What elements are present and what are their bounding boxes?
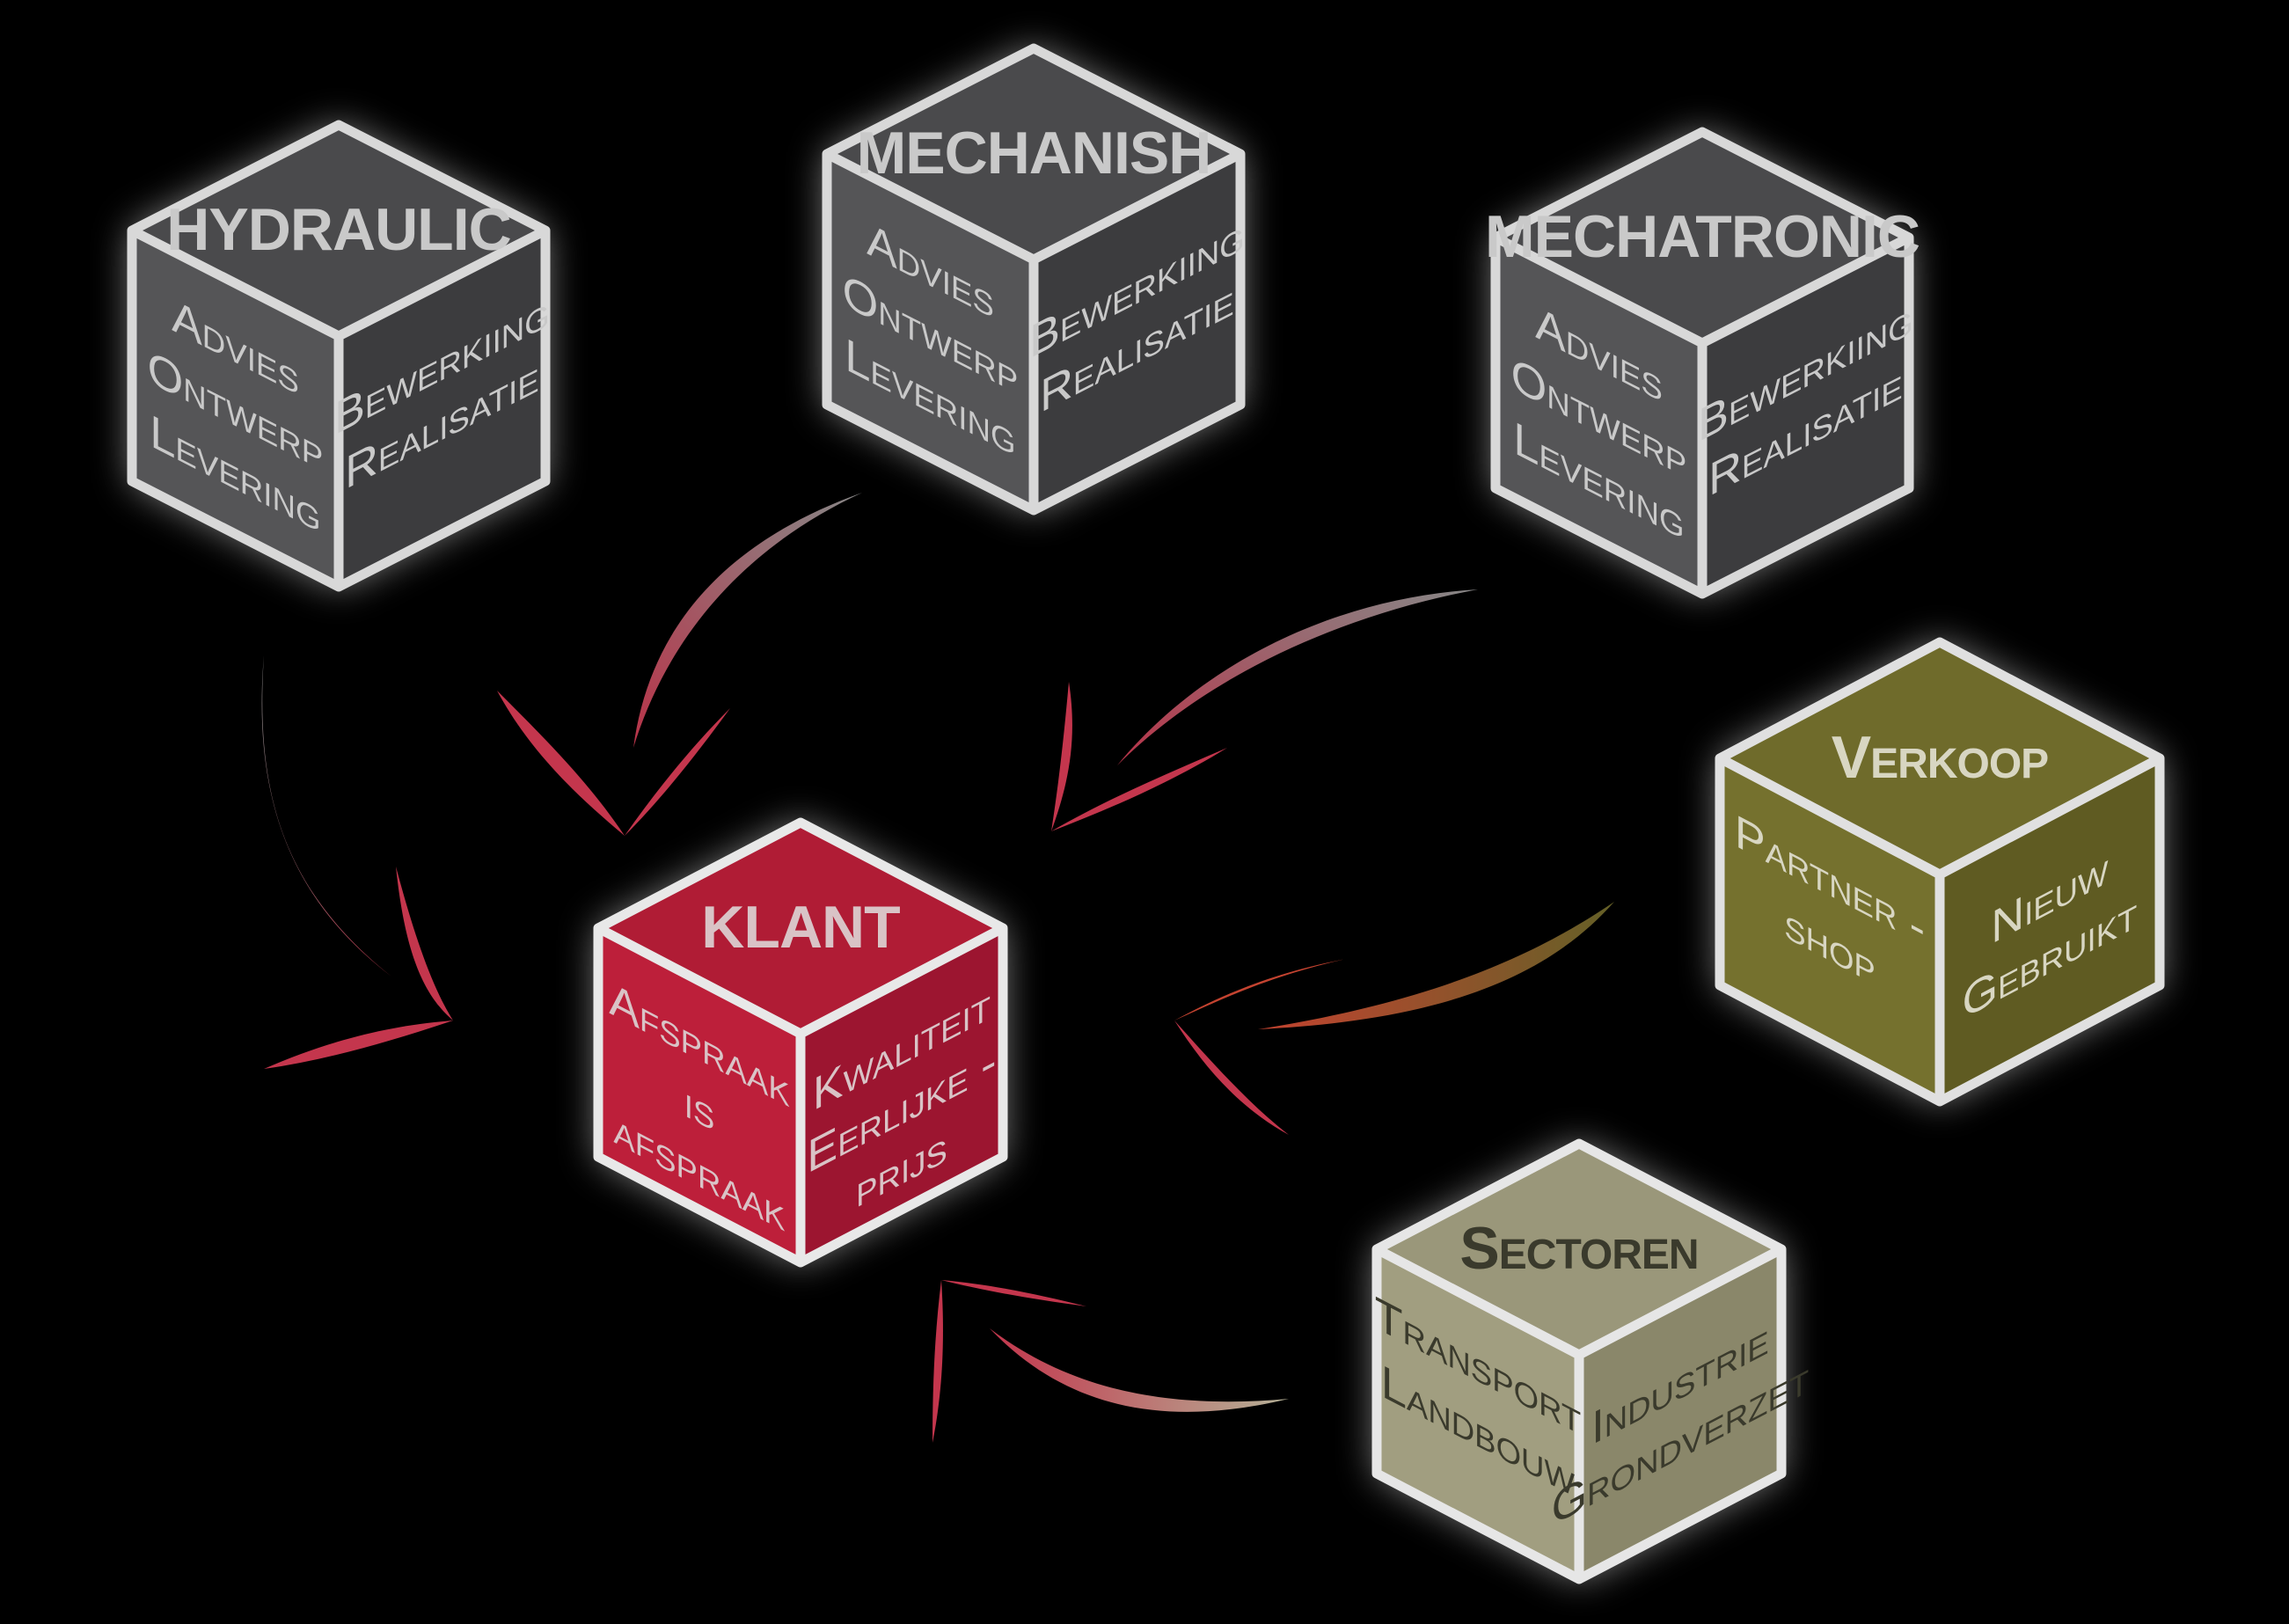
verkoop-right-face bbox=[1940, 758, 2160, 1101]
verkoop-title: Verkoop bbox=[1832, 724, 2048, 791]
mechanish-left-face bbox=[827, 154, 1034, 510]
arrow-mechanish-to-klant bbox=[497, 493, 862, 836]
flow-arrows bbox=[261, 493, 1614, 1443]
mechanish-title: MECHANISH bbox=[857, 120, 1211, 187]
sectoren-title: Sectoren bbox=[1459, 1215, 1698, 1282]
cube-mechanish: MECHANISHAdviesOntwerpLeveringBewerkiing… bbox=[822, 43, 1246, 516]
mechatronic-left-face bbox=[1496, 238, 1702, 594]
mechatronic-title: MECHATRONIC bbox=[1485, 203, 1920, 270]
hydraulic-left-face bbox=[132, 230, 339, 587]
hydraulic-title: HYDRAULIC bbox=[166, 196, 510, 263]
verkoop-left-face bbox=[1720, 758, 1940, 1101]
mechanish-right-face bbox=[1034, 154, 1240, 510]
arrow-mechatronic-to-klant bbox=[1051, 589, 1478, 831]
cube-hydraulic: HYDRAULICAdviesOntwerpLeveringBewerkiing… bbox=[127, 120, 551, 592]
arrow-sectoren-to-klant bbox=[932, 1280, 1289, 1443]
cube-group: HYDRAULICAdviesOntwerpLeveringBewerkiing… bbox=[127, 43, 2165, 1584]
hydraulic-right-face bbox=[339, 230, 545, 587]
arrow-hydraulic-to-klant bbox=[261, 655, 453, 1069]
cube-mechatronic: MECHATRONICAdviesOntwerpLeveringBewerkii… bbox=[1485, 127, 1920, 599]
cube-klant: KLANTAfspraakisafspraakKwaliteitEerlijke… bbox=[593, 817, 1008, 1268]
mechatronic-right-face bbox=[1702, 238, 1909, 594]
arrow-verkoop-to-klant bbox=[1174, 902, 1614, 1135]
klant-title: KLANT bbox=[701, 894, 900, 961]
